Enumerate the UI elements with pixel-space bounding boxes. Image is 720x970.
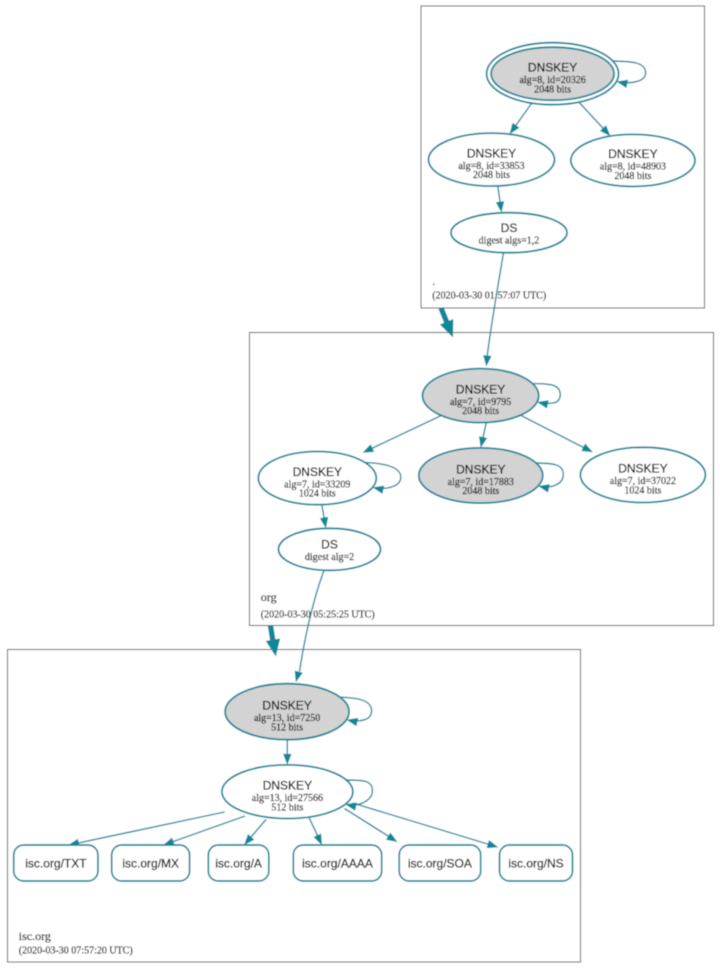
- svg-text:isc.org: isc.org: [19, 929, 51, 943]
- svg-text:1024 bits: 1024 bits: [299, 489, 336, 500]
- svg-text:alg=8, id=33853: alg=8, id=33853: [458, 161, 524, 172]
- svg-text:isc.org/SOA: isc.org/SOA: [408, 856, 472, 870]
- svg-text:DNSKEY: DNSKEY: [263, 779, 312, 793]
- svg-text:isc.org/TXT: isc.org/TXT: [25, 856, 87, 870]
- svg-text:(2020-03-30 05:25:25 UTC): (2020-03-30 05:25:25 UTC): [261, 610, 375, 621]
- svg-text:alg=7, id=9795: alg=7, id=9795: [450, 397, 511, 408]
- svg-text:alg=13, id=27566: alg=13, id=27566: [252, 793, 323, 804]
- svg-text:2048 bits: 2048 bits: [534, 84, 571, 95]
- svg-text:alg=8, id=48903: alg=8, id=48903: [600, 162, 666, 173]
- svg-text:DS: DS: [321, 538, 338, 552]
- svg-text:isc.org/MX: isc.org/MX: [122, 856, 179, 870]
- svg-text:org: org: [261, 590, 277, 604]
- svg-text:DNSKEY: DNSKEY: [608, 147, 657, 161]
- svg-text:DNSKEY: DNSKEY: [528, 61, 577, 75]
- svg-text:alg=7, id=33209: alg=7, id=33209: [284, 479, 350, 490]
- svg-text:2048 bits: 2048 bits: [462, 486, 499, 497]
- svg-text:DNSKEY: DNSKEY: [456, 462, 505, 476]
- svg-text:alg=7, id=17883: alg=7, id=17883: [448, 477, 514, 488]
- svg-text:DNSKEY: DNSKEY: [293, 465, 342, 479]
- svg-text:.: .: [432, 274, 435, 288]
- svg-text:alg=8, id=20326: alg=8, id=20326: [519, 75, 585, 86]
- svg-text:1024 bits: 1024 bits: [624, 486, 661, 497]
- svg-text:2048 bits: 2048 bits: [462, 406, 499, 417]
- svg-text:isc.org/NS: isc.org/NS: [508, 856, 563, 870]
- svg-text:2048 bits: 2048 bits: [473, 170, 510, 181]
- svg-text:(2020-03-30 07:57:20 UTC): (2020-03-30 07:57:20 UTC): [19, 945, 133, 956]
- svg-text:DNSKEY: DNSKEY: [262, 699, 311, 713]
- svg-text:DNSKEY: DNSKEY: [456, 382, 505, 396]
- svg-text:alg=7, id=37022: alg=7, id=37022: [610, 476, 676, 487]
- svg-text:digest algs=1,2: digest algs=1,2: [479, 235, 540, 246]
- svg-text:DNSKEY: DNSKEY: [618, 462, 667, 476]
- svg-text:digest alg=2: digest alg=2: [305, 552, 354, 563]
- svg-text:512 bits: 512 bits: [271, 722, 303, 733]
- svg-text:(2020-03-30 01:57:07 UTC): (2020-03-30 01:57:07 UTC): [432, 291, 546, 302]
- svg-text:2048 bits: 2048 bits: [614, 171, 651, 182]
- svg-text:isc.org/A: isc.org/A: [215, 856, 262, 870]
- svg-text:isc.org/AAAA: isc.org/AAAA: [302, 856, 373, 870]
- svg-text:alg=13, id=7250: alg=13, id=7250: [254, 713, 320, 724]
- svg-text:512 bits: 512 bits: [271, 802, 303, 813]
- svg-text:DS: DS: [501, 221, 518, 235]
- svg-text:DNSKEY: DNSKEY: [467, 146, 516, 160]
